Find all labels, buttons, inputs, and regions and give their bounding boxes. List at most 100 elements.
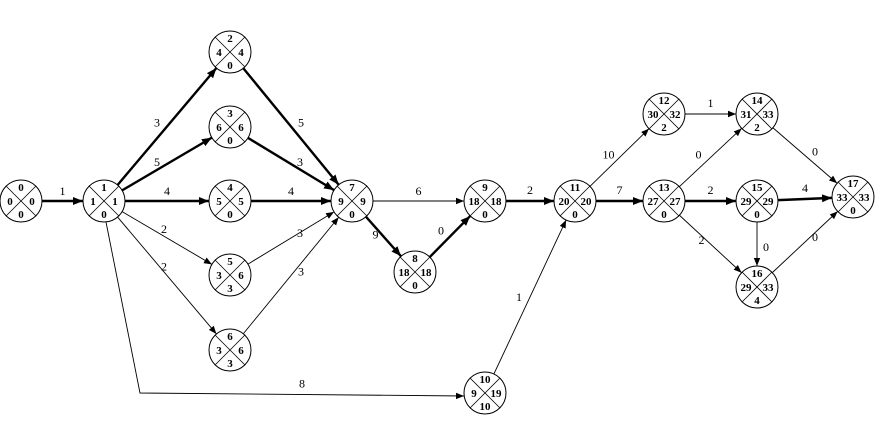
node-bottom-value: 3 [227, 283, 233, 295]
node-left-value: 1 [90, 196, 96, 208]
edge-1-6: 2 [117, 216, 217, 335]
node-left-value: 0 [7, 196, 13, 208]
node-right-value: 27 [670, 196, 682, 208]
node-top-value: 10 [480, 374, 492, 386]
edge-label-12-14: 1 [708, 96, 714, 110]
edge-label-15-16: 0 [763, 240, 769, 254]
node-cross [469, 185, 501, 217]
node-right-value: 33 [763, 109, 775, 121]
node-cross [214, 111, 246, 143]
edge-label-4-7: 4 [288, 184, 294, 198]
edge-label-1-4: 4 [164, 184, 170, 198]
node-cross [214, 334, 246, 366]
edge-label-13-15: 2 [708, 183, 714, 197]
node-cross [399, 256, 431, 288]
edge-label-7-8: 9 [373, 228, 379, 242]
edge-line-1-3 [121, 136, 213, 192]
node-top-value: 0 [18, 182, 24, 194]
node-top-value: 8 [412, 253, 418, 265]
node-top-value: 7 [349, 182, 355, 194]
edge-11-13: 7 [596, 183, 643, 205]
edge-label-3-7: 3 [297, 155, 303, 169]
node-bottom-value: 0 [18, 209, 24, 221]
node-top-value: 3 [227, 108, 233, 120]
node-right-value: 18 [421, 267, 433, 279]
node-left-value: 3 [216, 270, 222, 282]
edge-label-10-11: 1 [516, 290, 522, 304]
edge-line-16-17 [772, 211, 838, 273]
edge-label-0-1: 1 [60, 184, 66, 198]
edge-line-1-10 [105, 221, 465, 400]
edge-line-1-5 [121, 211, 213, 265]
edge-1-4: 4 [125, 184, 209, 205]
node-top-value: 11 [570, 182, 580, 194]
edge-5-7: 3 [247, 211, 335, 265]
edge-label-13-14: 0 [696, 148, 702, 162]
node-right-value: 6 [238, 270, 244, 282]
node-bottom-value: 0 [227, 60, 233, 72]
edge-label-1-6: 2 [161, 260, 167, 274]
edge-line-1-2 [116, 67, 218, 186]
node-left-value: 5 [216, 196, 222, 208]
node-bottom-value: 0 [101, 209, 107, 221]
node-bottom-value: 0 [482, 209, 488, 221]
edge-16-17: 0 [772, 211, 838, 273]
node-bottom-value: 0 [412, 280, 418, 292]
node-cross [837, 181, 869, 213]
node-right-value: 33 [859, 192, 871, 204]
node-bottom-value: 0 [850, 205, 856, 217]
edge-label-11-13: 7 [617, 183, 623, 197]
node-bottom-value: 0 [227, 209, 233, 221]
node-bottom-value: 0 [227, 135, 233, 147]
node-top-value: 4 [227, 182, 233, 194]
node-top-value: 13 [659, 182, 671, 194]
edge-label-8-9: 0 [438, 224, 444, 238]
edge-2-7: 5 [242, 67, 340, 186]
edge-label-15-17: 4 [802, 181, 808, 195]
edge-1-5: 2 [121, 211, 213, 265]
edge-label-1-2: 3 [154, 116, 160, 130]
node-top-value: 15 [752, 182, 764, 194]
node-top-value: 9 [482, 182, 488, 194]
node-cross [5, 185, 37, 217]
edge-line-13-14 [679, 128, 742, 187]
node-left-value: 30 [648, 109, 660, 121]
node-left-value: 29 [741, 196, 753, 208]
node-right-value: 6 [238, 345, 244, 357]
node-bottom-value: 4 [754, 295, 760, 307]
node-left-value: 4 [216, 47, 222, 59]
node-left-value: 9 [338, 196, 344, 208]
edge-label-16-17: 0 [812, 230, 818, 244]
edge-line-2-7 [242, 67, 340, 186]
edge-label-5-7: 3 [297, 226, 303, 240]
node-right-value: 6 [238, 122, 244, 134]
node-bottom-value: 2 [661, 122, 667, 134]
node-cross [648, 185, 680, 217]
edge-3-7: 3 [247, 136, 335, 192]
edge-14-17: 0 [772, 127, 838, 184]
node-cross [469, 377, 501, 409]
node-cross [214, 185, 246, 217]
edge-15-16: 0 [753, 222, 769, 266]
edge-line-8-9 [428, 215, 472, 258]
edge-10-11: 1 [493, 219, 567, 375]
edge-13-14: 0 [679, 128, 742, 187]
node-cross [741, 98, 773, 130]
node-cross [88, 185, 120, 217]
node-bottom-value: 2 [754, 122, 760, 134]
node-left-value: 29 [741, 282, 753, 294]
node-cross [648, 98, 680, 130]
edge-7-9: 6 [373, 184, 464, 205]
edge-6-7: 3 [242, 216, 340, 335]
edge-1-3: 5 [121, 136, 213, 192]
